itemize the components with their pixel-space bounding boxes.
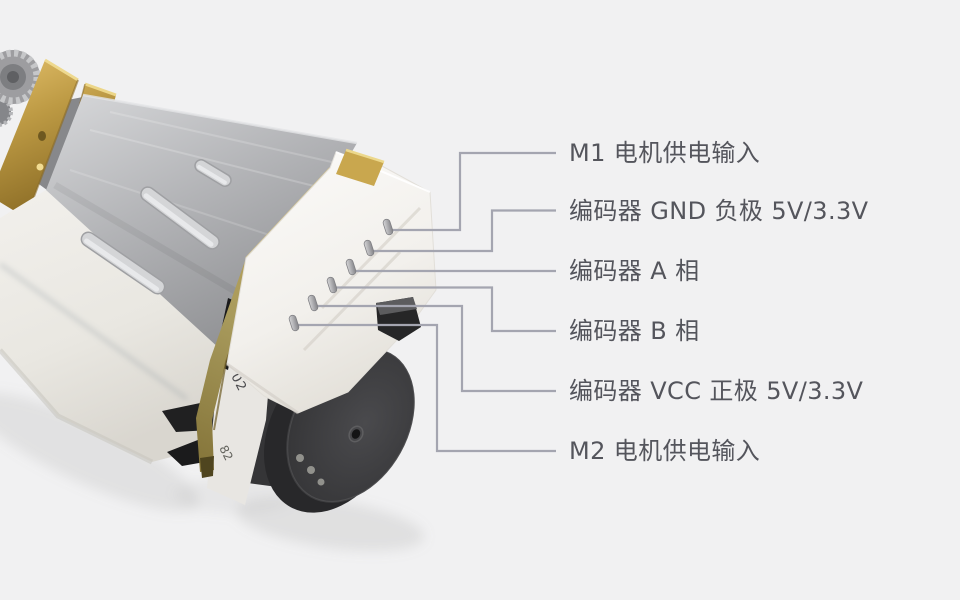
callout-label-m1: M1 电机供电输入	[569, 139, 761, 167]
gearbox-gear	[0, 49, 41, 127]
pcb-gold-top-edge	[336, 148, 385, 186]
motor-can-top	[46, 93, 358, 360]
leader-line-m1	[391, 151, 556, 232]
callout-label-encoder-b: 编码器 B 相	[569, 317, 700, 345]
can-slot	[140, 186, 220, 250]
leader-line-m2	[296, 323, 556, 453]
can-slot	[80, 231, 166, 295]
endcap-tab-right	[376, 297, 421, 341]
leader-lines	[296, 151, 556, 453]
ground-shadow	[0, 392, 425, 552]
brass-plate-front	[0, 58, 79, 219]
can-slot	[194, 159, 232, 187]
disc-hub-ring	[348, 425, 364, 443]
callout-label-m2: M2 电机供电输入	[569, 437, 761, 465]
callout-label-encoder-vcc: 编码器 VCC 正极 5V/3.3V	[569, 377, 864, 405]
leader-line-encoder-gnd	[372, 209, 556, 253]
plate-highlight-dot	[36, 163, 44, 171]
pcb-marking-lower: 82	[216, 443, 235, 463]
plate-screw-hole	[38, 131, 46, 141]
leader-line-encoder-vcc	[315, 304, 556, 393]
motor-can-lower	[0, 190, 232, 465]
connector-pins	[288, 218, 394, 332]
leader-line-encoder-b	[334, 286, 556, 333]
disc-hub-hole	[351, 429, 361, 439]
callout-label-encoder-gnd: 编码器 GND 负极 5V/3.3V	[569, 196, 869, 225]
callout-label-encoder-a: 编码器 A 相	[569, 257, 700, 285]
